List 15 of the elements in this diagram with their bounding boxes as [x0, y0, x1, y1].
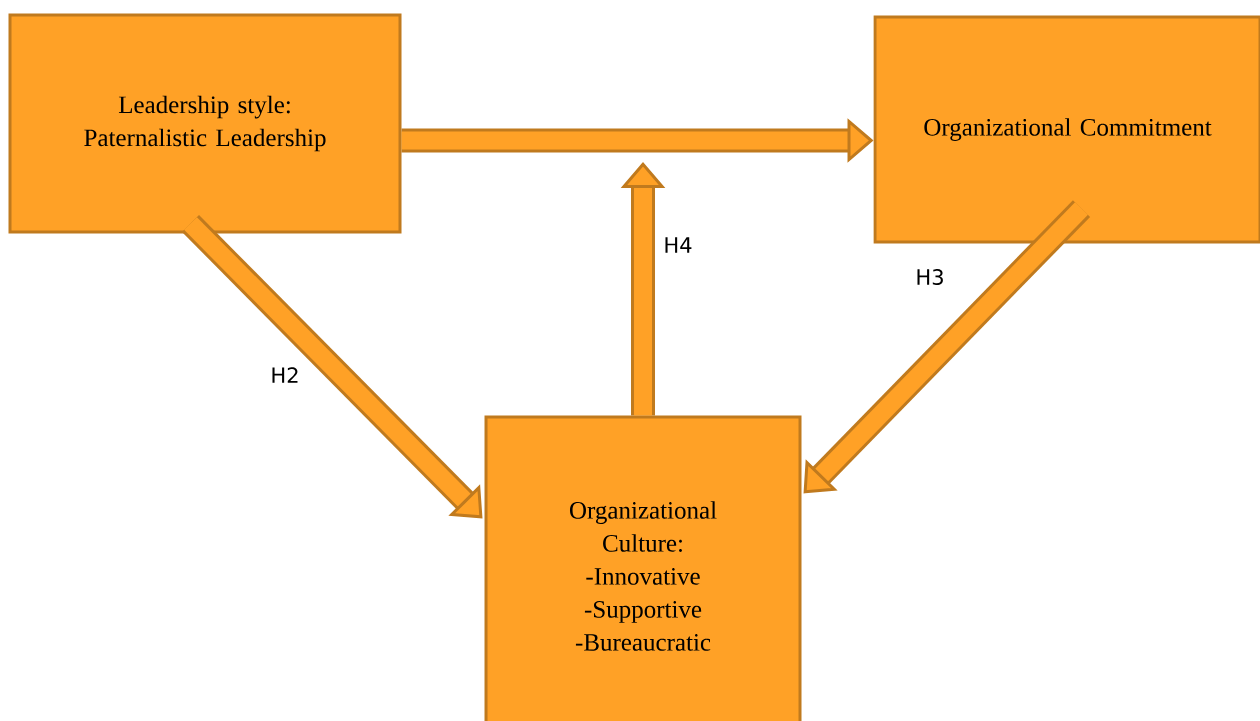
node-label: -Supportive [584, 601, 702, 623]
node-label: -Innovative [586, 568, 700, 585]
edge-label: H3 [917, 269, 943, 285]
box [873, 15, 1260, 244]
box [484, 415, 802, 721]
box-text: Leadership style: Paternalistic Leadership [84, 95, 326, 152]
box [8, 13, 402, 234]
edge-label: H4 [665, 237, 692, 253]
node-label: -Bureaucratic [575, 634, 711, 651]
box-text: Organizational Commitment [924, 118, 1212, 141]
edge-label: H2 [272, 367, 298, 383]
node-label: Organizational Culture: [569, 501, 717, 552]
box-text: Organizational Culture: -Innovative -Supportive -Bureaucratic [570, 501, 717, 651]
block-arrow [803, 200, 1091, 494]
block-arrow [182, 215, 483, 519]
